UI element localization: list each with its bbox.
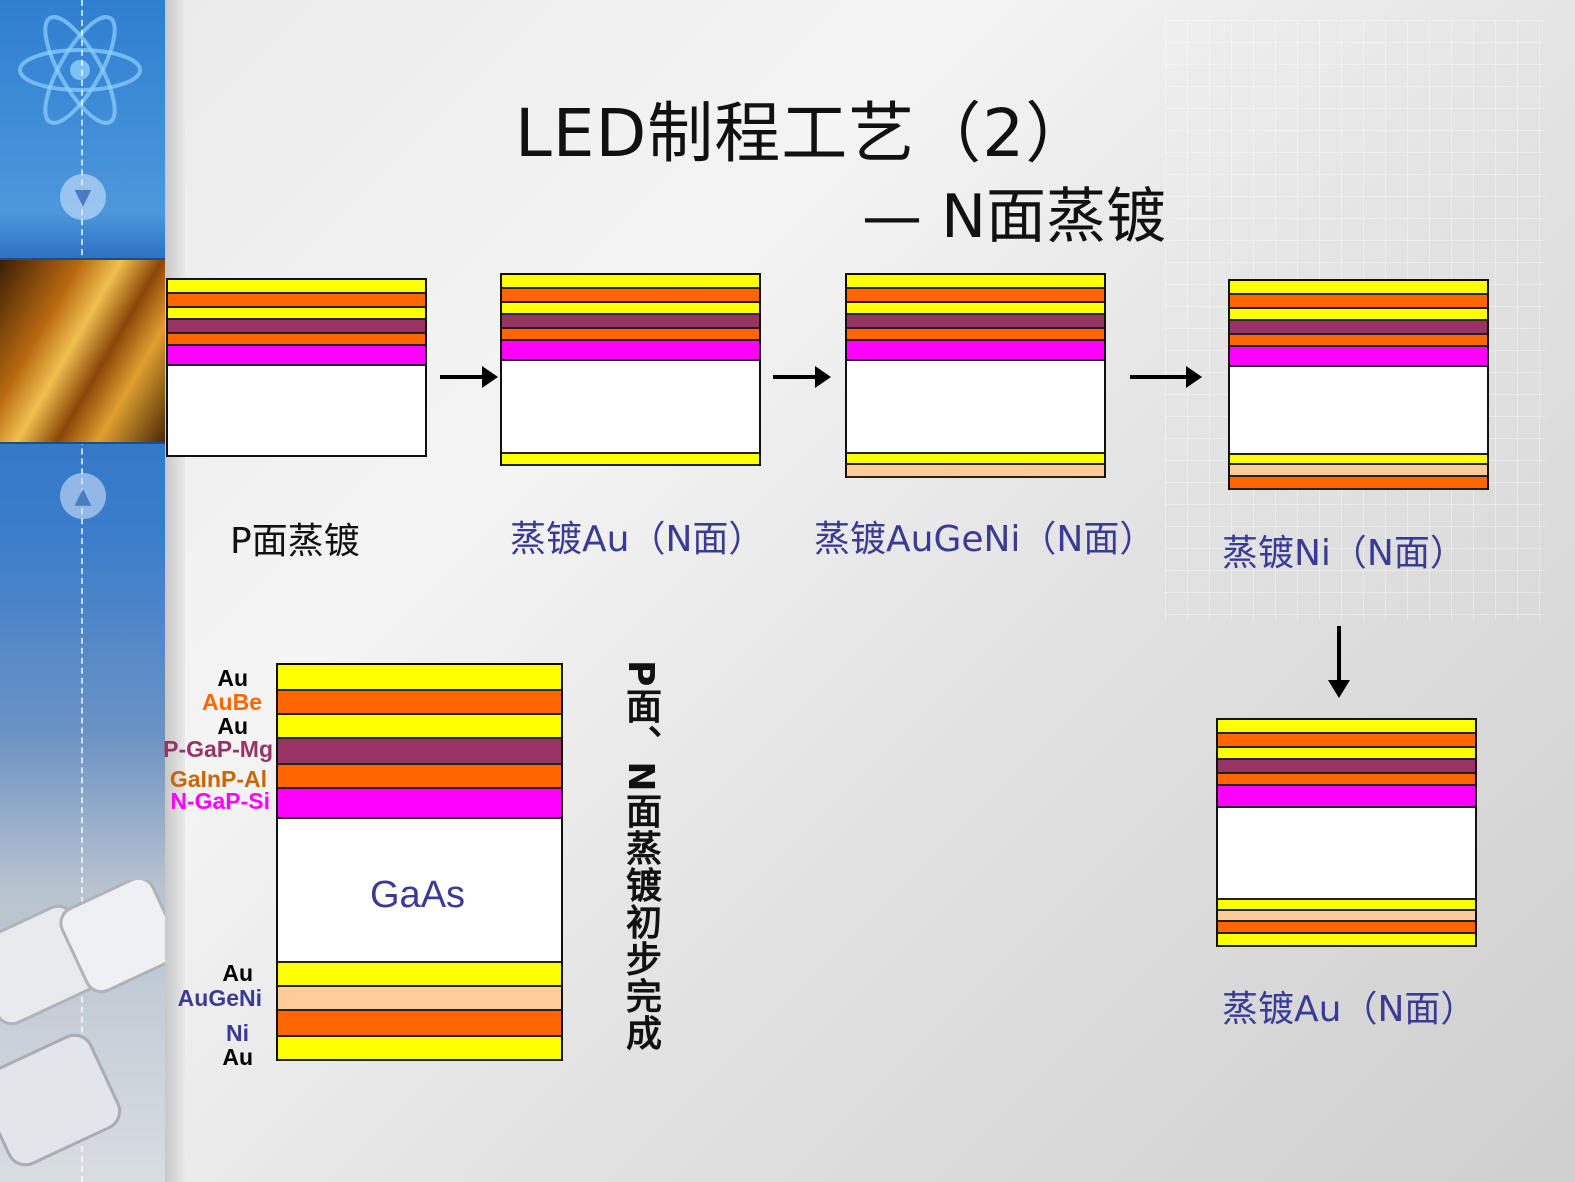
layer-p-gap-mg	[847, 315, 1104, 329]
label-augeni: AuGeNi	[177, 985, 262, 1011]
layer-aube	[1230, 295, 1487, 309]
layer-augeni	[1218, 911, 1475, 922]
layer-au-bottom	[847, 452, 1104, 465]
arrow-right-1	[440, 366, 498, 388]
layer-p-gap-mg	[1218, 760, 1475, 774]
layer-au	[278, 665, 561, 691]
layer-aube	[278, 691, 561, 715]
layer-n-gap-si	[1218, 786, 1475, 808]
layer-aube	[1218, 734, 1475, 748]
layer-n-gap-si	[168, 346, 425, 366]
layer-au	[502, 303, 759, 315]
layer-au-bottom	[1218, 898, 1475, 911]
layer-augeni	[278, 987, 561, 1011]
layer-au-bottom-2	[278, 1037, 561, 1061]
layer-n-gap-si	[502, 341, 759, 361]
arrow-down	[1328, 626, 1350, 698]
layer-p-gap-mg	[278, 739, 561, 765]
layer-n-gap-si	[847, 341, 1104, 361]
stack-step-3	[845, 273, 1106, 478]
layer-au	[168, 308, 425, 320]
label-au-2: Au	[217, 713, 248, 739]
layer-au-bottom	[502, 452, 759, 466]
page-subtitle: — N面蒸镀	[862, 182, 1166, 252]
layer-p-gap-mg	[1230, 321, 1487, 335]
layer-au-bottom	[1230, 453, 1487, 465]
layer-aube	[168, 294, 425, 308]
arrow-right-3	[1130, 366, 1202, 388]
label-aube: AuBe	[201, 689, 262, 715]
layer-aube	[847, 289, 1104, 303]
stack-step-1	[166, 278, 427, 457]
down-arrow-icon: ▼	[60, 174, 106, 220]
caption-step-5: 蒸镀Au（N面）	[1222, 989, 1477, 1030]
label-gainp-al: GaInP-Al	[169, 766, 267, 792]
stack-step-5	[1216, 718, 1477, 947]
layer-au	[1230, 281, 1487, 295]
caption-step-1: P面蒸镀	[230, 521, 360, 562]
caption-step-4: 蒸镀Ni（N面）	[1222, 533, 1466, 574]
layer-gainp-al	[278, 765, 561, 789]
layer-au	[168, 280, 425, 294]
layer-gainp-al	[847, 329, 1104, 341]
layer-au-bottom-2	[1218, 934, 1475, 947]
layer-gainp-al	[502, 329, 759, 341]
stack-step-2	[500, 273, 761, 466]
layer-ni	[1230, 477, 1487, 490]
label-n-gap-si: N-GaP-Si	[170, 788, 270, 814]
keyboard-image	[0, 880, 165, 1167]
stack-step-4	[1228, 279, 1489, 490]
label-au-1: Au	[217, 665, 248, 691]
layer-au	[1218, 720, 1475, 734]
page-title: LED制程工艺（2）	[515, 95, 1093, 172]
gaas-label: GaAs	[370, 874, 466, 916]
label-au-4: Au	[222, 1044, 253, 1070]
layer-ni	[1218, 922, 1475, 934]
layer-ni	[278, 1011, 561, 1037]
up-arrow-icon: ▲	[60, 473, 106, 519]
label-p-gap-mg: P-GaP-Mg	[163, 736, 273, 762]
layer-au	[847, 303, 1104, 315]
layer-p-gap-mg	[502, 315, 759, 329]
layer-n-gap-si	[1230, 347, 1487, 367]
layer-au	[1230, 309, 1487, 321]
sidebar-dashed-line	[81, 0, 83, 1182]
layer-gainp-al	[1230, 335, 1487, 347]
vertical-caption: P面、N面蒸镀初步完成	[620, 660, 661, 1052]
layer-au	[278, 715, 561, 739]
label-au-3: Au	[222, 960, 253, 986]
layer-au	[502, 275, 759, 289]
layer-gainp-al	[1218, 774, 1475, 786]
layer-n-gap-si	[278, 789, 561, 819]
decorative-sidebar: ▼ ▲	[0, 0, 165, 1182]
layer-p-gap-mg	[168, 320, 425, 334]
layer-augeni	[1230, 465, 1487, 477]
layer-gainp-al	[168, 334, 425, 346]
atom-icon	[18, 15, 142, 125]
label-ni: Ni	[226, 1020, 249, 1046]
layer-aube	[502, 289, 759, 303]
layer-au	[1218, 748, 1475, 760]
sidebar-photo-band	[0, 258, 165, 444]
caption-step-3: 蒸镀AuGeNi（N面）	[814, 519, 1156, 560]
layer-au	[847, 275, 1104, 289]
arrow-right-2	[773, 366, 831, 388]
labeled-final-stack	[276, 663, 563, 1061]
layer-au-bottom	[278, 961, 561, 987]
caption-step-2: 蒸镀Au（N面）	[510, 519, 765, 560]
layer-augeni	[847, 465, 1104, 478]
